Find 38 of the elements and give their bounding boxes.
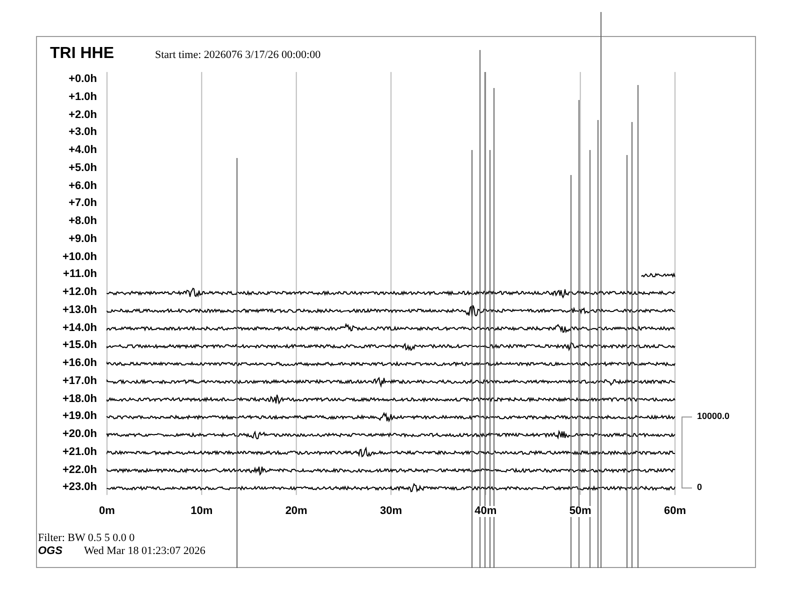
- hour-label: +10.0h: [62, 252, 97, 262]
- time-tick-label: 30m: [380, 506, 402, 517]
- scale-label: 10000.0: [697, 412, 730, 421]
- hour-label: +2.0h: [68, 110, 97, 120]
- hour-label: +14.0h: [62, 322, 97, 334]
- hour-label: +6.0h: [68, 180, 97, 192]
- filter-text: Filter: BW 0.5 5 0.0 0: [38, 533, 135, 544]
- hour-label: +17.0h: [62, 376, 97, 387]
- time-tick-label: 50m: [569, 506, 592, 517]
- hour-label: +5.0h: [68, 162, 97, 174]
- hour-label: +15.0h: [62, 340, 97, 352]
- hour-label: +12.0h: [62, 287, 97, 298]
- network-label: OGS: [38, 546, 62, 557]
- hour-label: +7.0h: [68, 198, 97, 210]
- hour-label: +4.0h: [68, 145, 97, 156]
- hour-label: +1.0h: [68, 92, 97, 103]
- hour-label: +21.0h: [62, 446, 97, 458]
- hour-label: +11.0h: [63, 269, 97, 280]
- hour-label: +18.0h: [62, 394, 97, 404]
- hour-label: +0.0h: [68, 74, 97, 85]
- station-title: TRI HHE: [50, 46, 114, 62]
- time-tick-label: 40m: [474, 506, 497, 517]
- time-tick-label: 0m: [99, 506, 115, 517]
- scale-label: 0: [697, 483, 702, 492]
- hour-label: +22.0h: [62, 464, 97, 476]
- time-tick-label: 20m: [285, 506, 308, 517]
- hour-label: +23.0h: [62, 482, 97, 494]
- hour-label: +3.0h: [68, 127, 97, 138]
- hour-label: +19.0h: [62, 411, 97, 422]
- time-tick-label: 60m: [664, 506, 686, 517]
- hour-label: +9.0h: [68, 234, 97, 245]
- hour-label: +13.0h: [62, 304, 97, 316]
- start-time-text: Start time: 2026076 3/17/26 00:00:00: [155, 50, 321, 61]
- hour-label: +8.0h: [68, 216, 97, 227]
- hour-label: +20.0h: [62, 429, 97, 440]
- hour-label: +16.0h: [62, 358, 97, 369]
- time-tick-label: 10m: [190, 506, 213, 517]
- timestamp-text: Wed Mar 18 01:23:07 2026: [84, 546, 206, 557]
